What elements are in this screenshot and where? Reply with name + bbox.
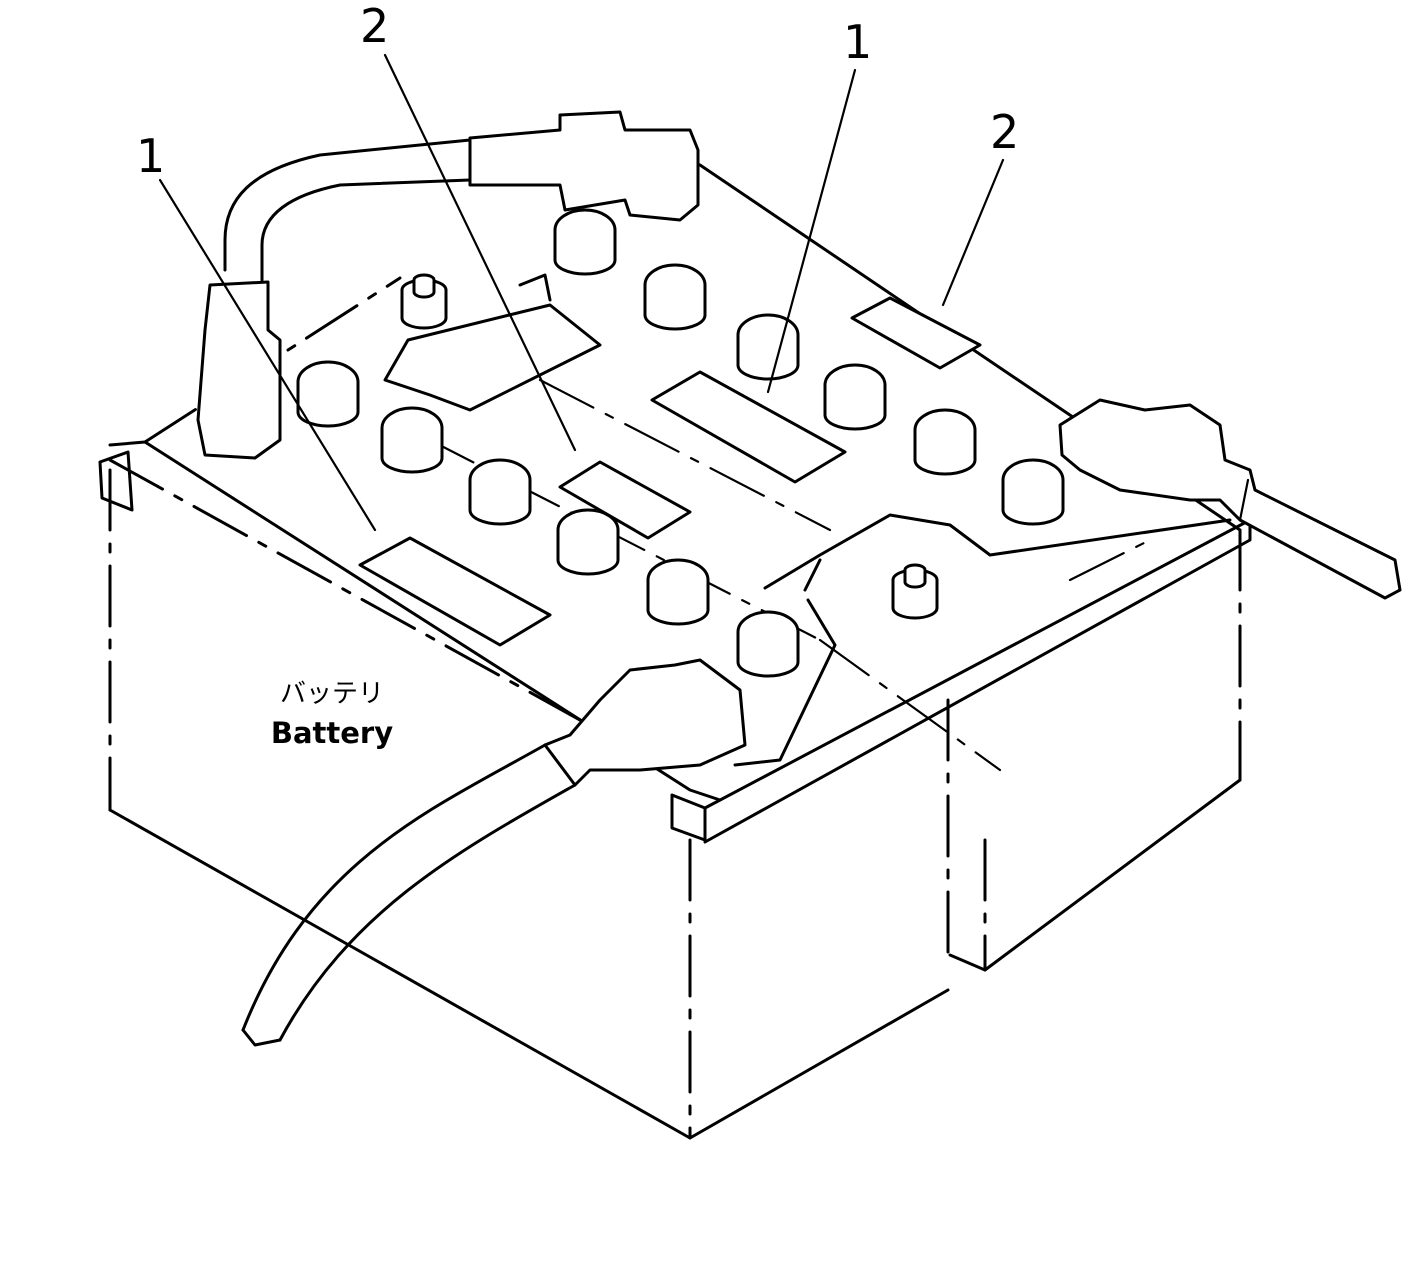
terminal-nut: [400, 273, 448, 330]
callout-number-2: 2: [360, 0, 389, 53]
callout-number-1: 1: [843, 15, 872, 69]
callout-number-1: 1: [136, 129, 165, 183]
vent-cap: [1001, 458, 1065, 526]
vent-cap: [553, 208, 617, 276]
label-plate: [650, 370, 847, 484]
vent-cap: [468, 458, 532, 526]
vent-caps: [296, 208, 1065, 678]
cables: [196, 110, 1402, 1047]
vent-cap: [380, 406, 444, 474]
leader-lines: [158, 53, 1005, 532]
label-plate: [850, 296, 982, 370]
battery-label: バッテリ Battery: [271, 679, 393, 750]
vent-cap: [823, 363, 887, 431]
vent-cap: [296, 360, 360, 428]
leader-line: [158, 178, 377, 532]
label-plate: [558, 460, 692, 540]
front-cable: [241, 658, 747, 1047]
right-cable: [1058, 398, 1402, 600]
leader-line: [766, 68, 857, 394]
label-plate: [358, 536, 552, 647]
vent-cap: [646, 558, 710, 626]
battery-label-jp: バッテリ: [280, 679, 384, 709]
leader-line: [941, 158, 1005, 307]
terminal-nut: [891, 563, 939, 620]
label-plates: [358, 296, 982, 647]
leader-line: [383, 53, 577, 452]
vent-cap: [556, 508, 620, 576]
vent-cap: [736, 610, 800, 678]
connecting-cable: [196, 110, 700, 460]
vent-cap: [736, 313, 800, 381]
battery-label-en: Battery: [271, 716, 393, 750]
callout-numbers: 1 2 1 2: [136, 0, 1019, 183]
vent-cap: [913, 408, 977, 476]
callout-number-2: 2: [990, 105, 1019, 159]
vent-cap: [643, 263, 707, 331]
terminal-straps: [383, 273, 1232, 767]
terminal-nuts: [400, 273, 939, 620]
